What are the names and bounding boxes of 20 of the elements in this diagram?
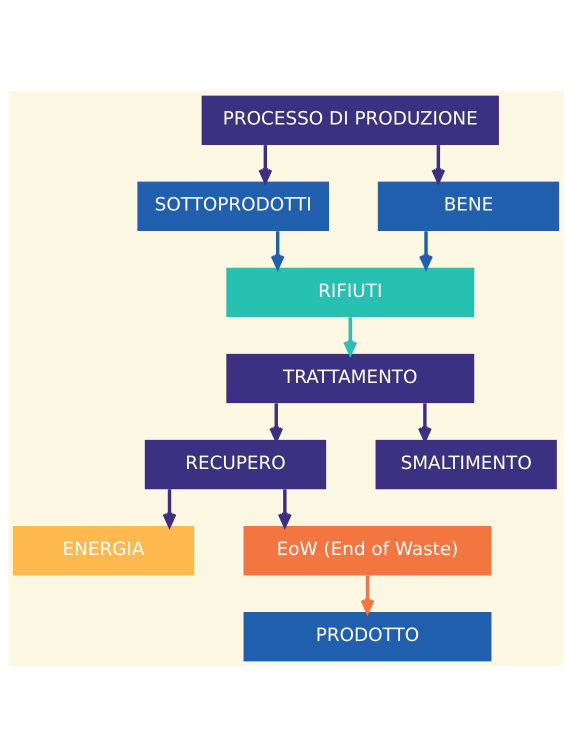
- node-box: RECUPERO: [144, 439, 326, 489]
- node-box: SMALTIMENTO: [376, 439, 557, 489]
- arrow: [419, 230, 433, 269]
- arrow: [360, 575, 374, 614]
- arrow: [258, 144, 272, 183]
- arrow: [269, 402, 284, 441]
- arrow: [278, 488, 292, 528]
- node-box: SOTTOPRODOTTI: [137, 181, 330, 231]
- arrow: [343, 316, 358, 355]
- arrow: [162, 488, 176, 528]
- node-box: BENE: [378, 181, 560, 231]
- arrow: [418, 402, 432, 441]
- node-box: PROCESSO DI PRODUZIONE: [202, 95, 499, 144]
- node-box: TRATTAMENTO: [226, 353, 474, 403]
- node-box: EoW (End of Waste): [244, 525, 492, 575]
- arrow: [431, 144, 446, 183]
- node-box: PRODOTTO: [244, 612, 492, 661]
- arrow: [270, 230, 285, 269]
- node-box: ENERGIA: [12, 525, 194, 575]
- node-box: RIFIUTI: [226, 267, 474, 317]
